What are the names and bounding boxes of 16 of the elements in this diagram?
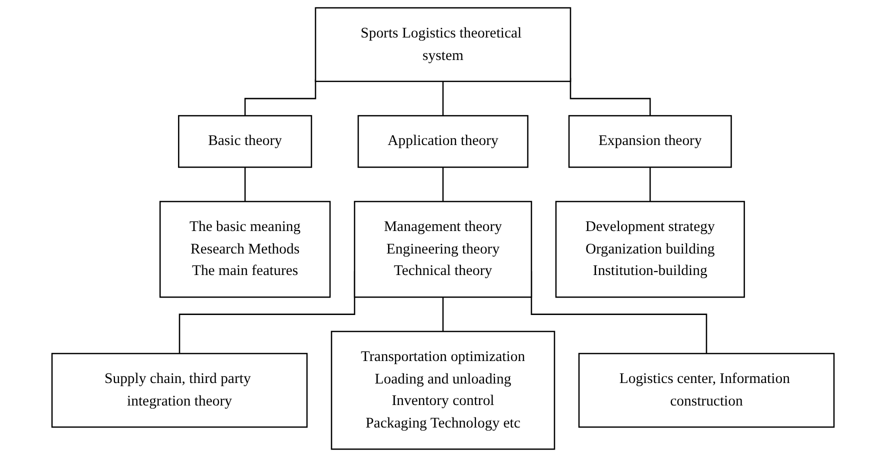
connector xyxy=(442,81,444,116)
node-box: The basic meaning Research Methods The main features xyxy=(159,200,331,298)
node-box: Logistics center, Information construction xyxy=(578,352,835,428)
node-box: Development strategy Organization building Institution-building xyxy=(555,200,745,298)
node-box: Basic theory xyxy=(178,115,312,168)
node-box: Sports Logistics theoretical system xyxy=(314,7,572,82)
connector xyxy=(442,167,444,202)
connector xyxy=(244,79,316,116)
connector xyxy=(442,297,444,332)
node-box: Expansion theory xyxy=(568,115,732,168)
node-box: Transportation optimization Loading and unloading Inventory control Packaging Technology etc xyxy=(330,330,556,450)
node-box: Supply chain, third party integration theory xyxy=(51,352,308,428)
node-box: Application theory xyxy=(358,115,528,168)
connector xyxy=(244,167,246,202)
connector xyxy=(650,167,651,202)
node-box: Management theory Engineering theory Technical theory xyxy=(354,200,532,298)
